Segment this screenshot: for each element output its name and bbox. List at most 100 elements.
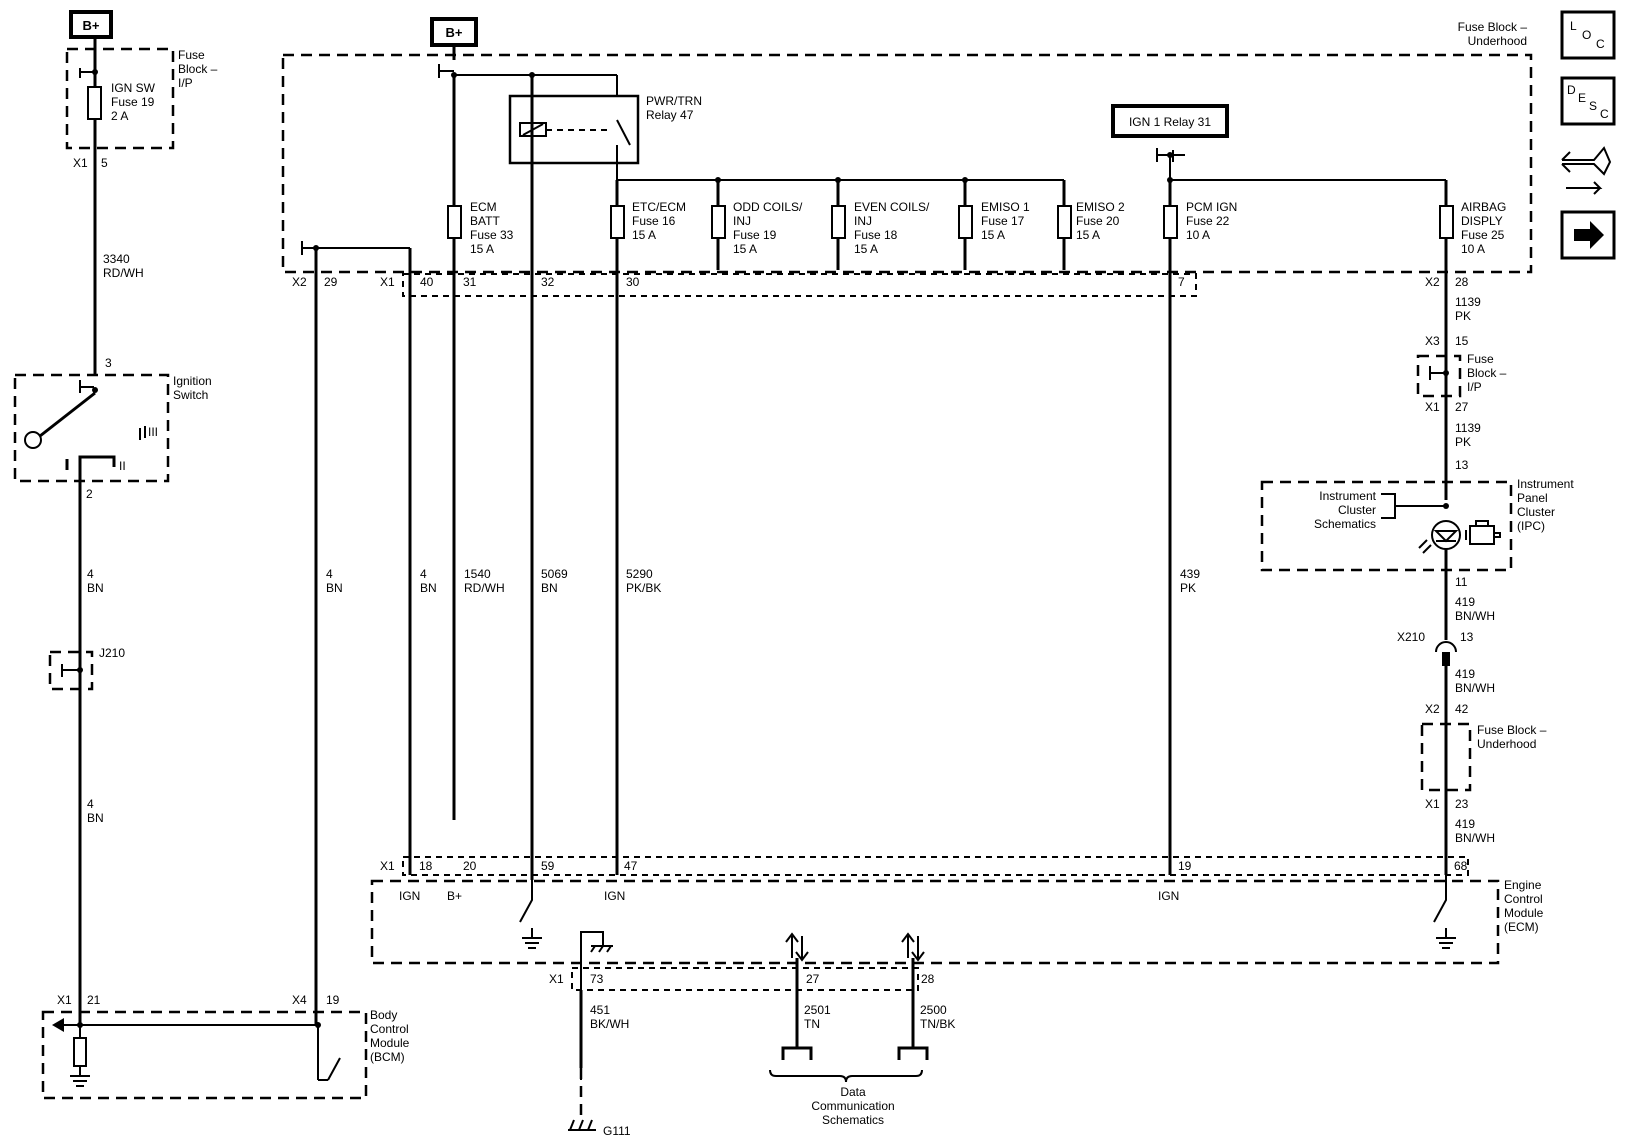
bplus-left: B+: [69, 10, 113, 39]
svg-text:15 A: 15 A: [1076, 228, 1100, 242]
resistor-icon: [73, 1037, 87, 1067]
svg-text:31: 31: [463, 275, 477, 289]
svg-text:42: 42: [1455, 702, 1469, 716]
svg-text:1540: 1540: [464, 567, 491, 581]
svg-text:X1: X1: [1425, 797, 1440, 811]
svg-text:Module: Module: [370, 1036, 410, 1050]
svg-text:B+: B+: [447, 889, 462, 903]
svg-text:TN/BK: TN/BK: [920, 1017, 955, 1031]
svg-text:3: 3: [105, 356, 112, 370]
svg-text:PWR/TRN: PWR/TRN: [646, 94, 702, 108]
svg-text:2: 2: [86, 487, 93, 501]
svg-text:Underhood: Underhood: [1477, 737, 1536, 751]
svg-text:Instrument: Instrument: [1319, 489, 1376, 503]
svg-text:Control: Control: [1504, 892, 1543, 906]
wire-439: 439 PK: [1180, 567, 1200, 595]
svg-text:IGN SW: IGN SW: [111, 81, 156, 95]
svg-text:X2: X2: [1425, 702, 1440, 716]
connector-x210-icon: [1435, 641, 1457, 653]
svg-text:BN/WH: BN/WH: [1455, 681, 1495, 695]
brace-icon: [769, 1069, 923, 1083]
svg-text:Fuse 17: Fuse 17: [981, 214, 1025, 228]
svg-text:BN: BN: [420, 581, 437, 595]
engine-control-module: Engine Control Module (ECM) X1 18 20 59 …: [370, 856, 1544, 1080]
svg-text:Cluster: Cluster: [1517, 505, 1555, 519]
svg-text:Fuse 22: Fuse 22: [1186, 214, 1230, 228]
svg-text:28: 28: [921, 972, 935, 986]
svg-text:I/P: I/P: [1467, 380, 1482, 394]
ground-g111: G111 451 BK/WH: [568, 990, 631, 1138]
svg-text:X2: X2: [292, 275, 307, 289]
svg-text:X1: X1: [73, 156, 88, 170]
svg-text:Cluster: Cluster: [1338, 503, 1376, 517]
body-control-module: X1 21 X4 19 Body Control Module (BCM): [41, 993, 410, 1100]
splice-j210: J210: [48, 646, 125, 691]
svg-text:EVEN COILS/: EVEN COILS/: [854, 200, 930, 214]
svg-text:PCM IGN: PCM IGN: [1186, 200, 1237, 214]
svg-text:15 A: 15 A: [470, 242, 494, 256]
loc-button[interactable]: L O C: [1560, 10, 1616, 60]
svg-text:Fuse Block –: Fuse Block –: [1458, 20, 1528, 34]
svg-text:4: 4: [87, 797, 94, 811]
svg-text:439: 439: [1180, 567, 1200, 581]
connector-swap-icon[interactable]: [1561, 146, 1612, 195]
svg-text:Data: Data: [840, 1085, 866, 1099]
svg-text:IGN 1 Relay 31: IGN 1 Relay 31: [1129, 115, 1211, 129]
svg-text:X1: X1: [380, 859, 395, 873]
svg-text:X3: X3: [1425, 334, 1440, 348]
svg-text:1139: 1139: [1455, 295, 1481, 309]
svg-text:RD/WH: RD/WH: [103, 266, 144, 280]
svg-text:C: C: [1600, 107, 1609, 121]
chassis-ground-icon: [568, 1119, 596, 1131]
svg-text:X2: X2: [1425, 275, 1440, 289]
wire-4-d: 4 BN: [420, 567, 437, 595]
svg-text:Module: Module: [1504, 906, 1544, 920]
next-arrow-button[interactable]: [1560, 210, 1616, 260]
chassis-ground-icon: [590, 945, 613, 953]
switch-pivot-icon: [24, 431, 42, 449]
svg-text:EMISO 2: EMISO 2: [1076, 200, 1125, 214]
svg-text:Switch: Switch: [173, 388, 208, 402]
svg-text:I/P: I/P: [178, 76, 193, 90]
svg-text:III: III: [148, 425, 158, 439]
data-arrow-up-icon: [901, 932, 915, 958]
svg-text:D: D: [1567, 83, 1576, 97]
svg-text:BN/WH: BN/WH: [1455, 831, 1495, 845]
fuse-airbag-icon: [1439, 205, 1454, 239]
svg-text:18: 18: [419, 859, 433, 873]
svg-text:Panel: Panel: [1517, 491, 1548, 505]
svg-text:21: 21: [87, 993, 101, 1007]
svg-text:Fuse 19: Fuse 19: [733, 228, 777, 242]
svg-text:5: 5: [101, 156, 108, 170]
svg-text:B+: B+: [83, 18, 100, 33]
svg-text:Fuse 33: Fuse 33: [470, 228, 514, 242]
ground-icon: [522, 928, 542, 949]
svg-text:27: 27: [1455, 400, 1469, 414]
svg-text:BK/WH: BK/WH: [590, 1017, 629, 1031]
svg-text:Fuse: Fuse: [178, 48, 205, 62]
svg-text:PK: PK: [1455, 435, 1471, 449]
svg-text:2 A: 2 A: [111, 109, 128, 123]
svg-text:73: 73: [590, 972, 604, 986]
svg-text:419: 419: [1455, 595, 1475, 609]
svg-text:32: 32: [541, 275, 555, 289]
svg-text:AIRBAG: AIRBAG: [1461, 200, 1506, 214]
desc-button[interactable]: D E S C: [1560, 76, 1616, 126]
svg-text:X1: X1: [57, 993, 72, 1007]
wire-3340: 3340 RD/WH: [103, 252, 144, 280]
fuse-etc-ecm-icon: [610, 205, 625, 239]
svg-text:13: 13: [1460, 630, 1474, 644]
svg-text:TN: TN: [804, 1017, 820, 1031]
svg-text:23: 23: [1455, 797, 1469, 811]
wire-5290: 5290 PK/BK: [626, 567, 661, 595]
svg-text:(BCM): (BCM): [370, 1050, 405, 1064]
led-indicator-icon: [1431, 520, 1461, 550]
svg-text:419: 419: [1455, 667, 1475, 681]
svg-text:10 A: 10 A: [1186, 228, 1210, 242]
fuse-ign-sw-icon: [87, 86, 102, 120]
fuse-ecm-batt-icon: [447, 205, 462, 239]
svg-text:59: 59: [541, 859, 555, 873]
svg-text:Fuse 19: Fuse 19: [111, 95, 155, 109]
arrow-left-icon: [52, 1018, 64, 1032]
